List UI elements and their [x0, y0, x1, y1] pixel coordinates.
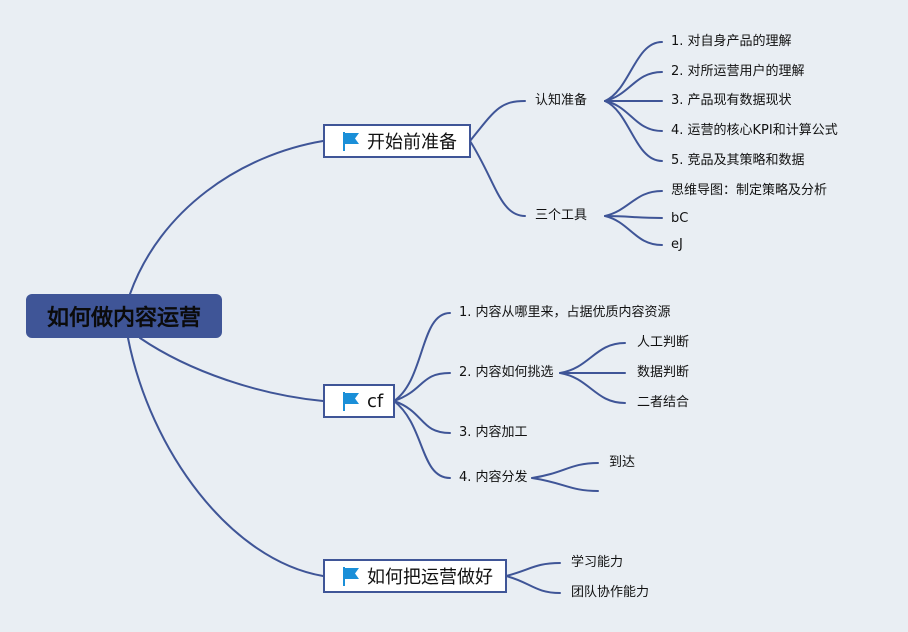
leaf-item[interactable]: 学习能力: [571, 555, 624, 570]
leaf-item[interactable]: 4. 运营的核心KPI和计算公式: [671, 123, 838, 138]
link-b2-m2: [393, 372, 451, 402]
subtopic-content-select[interactable]: 2. 内容如何挑选: [459, 365, 554, 380]
link-root-branch2: [139, 337, 324, 402]
leaf-item[interactable]: 到达: [609, 455, 636, 470]
leaf-item[interactable]: 思维导图：制定策略及分析: [671, 183, 828, 198]
root-topic-label: 如何做内容运营: [46, 306, 201, 331]
branch-label: 开始前准备: [367, 132, 457, 153]
branch-label: 如何把运营做好: [367, 567, 493, 588]
link-m1-l4: [604, 100, 663, 132]
flag-icon: [343, 132, 359, 151]
branch-label: cf: [367, 390, 384, 412]
link-m2-l1: [604, 190, 663, 217]
link-b2-m1: [393, 312, 451, 402]
link-root-branch1: [129, 140, 324, 295]
subtopic-content-source[interactable]: 1. 内容从哪里来，占据优质内容资源: [459, 305, 671, 320]
link-b3-l1: [505, 562, 561, 577]
branch-topic-operate-well[interactable]: 如何把运营做好: [323, 559, 507, 593]
link-b1-m1: [469, 100, 526, 142]
leaf-item[interactable]: 5. 竞品及其策略和数据: [671, 153, 805, 168]
subtopic-content-distribute[interactable]: 4. 内容分发: [459, 470, 528, 485]
link-b1-m2: [469, 140, 526, 217]
leaf-item[interactable]: 数据判断: [637, 365, 690, 380]
root-topic[interactable]: 如何做内容运营: [26, 294, 222, 338]
flag-icon: [343, 567, 359, 586]
leaf-item[interactable]: 2. 对所运营用户的理解: [671, 64, 805, 79]
branch-topic-prepare[interactable]: 开始前准备: [323, 124, 471, 158]
leaf-item[interactable]: 1. 对自身产品的理解: [671, 34, 792, 49]
link-m22-l1: [559, 342, 626, 374]
subtopic-cognition[interactable]: 认知准备: [535, 93, 588, 108]
link-m24-l2: [531, 477, 599, 492]
link-b3-l2: [505, 575, 561, 594]
subtopic-content-process[interactable]: 3. 内容加工: [459, 425, 528, 440]
link-m1-l5: [604, 100, 663, 162]
link-m1-l1: [604, 41, 663, 102]
subtopic-tools[interactable]: 三个工具: [535, 208, 588, 223]
flag-icon: [343, 392, 359, 411]
link-m22-l3: [559, 372, 626, 404]
leaf-item[interactable]: eJ: [671, 237, 683, 252]
link-b2-m3: [393, 400, 451, 434]
leaf-item[interactable]: 团队协作能力: [571, 585, 650, 600]
leaf-item[interactable]: 3. 产品现有数据现状: [671, 93, 792, 108]
leaf-item[interactable]: bC: [671, 211, 689, 226]
link-root-branch3: [127, 337, 324, 577]
branch-topic-cf[interactable]: cf: [323, 384, 395, 418]
link-m2-l3: [604, 215, 663, 246]
link-m2-l2: [604, 215, 663, 219]
link-b2-m4: [393, 400, 451, 479]
link-m1-l2: [604, 71, 663, 102]
link-m24-l1: [531, 462, 599, 479]
leaf-item[interactable]: 二者结合: [637, 395, 690, 410]
leaf-item[interactable]: 人工判断: [637, 335, 690, 350]
